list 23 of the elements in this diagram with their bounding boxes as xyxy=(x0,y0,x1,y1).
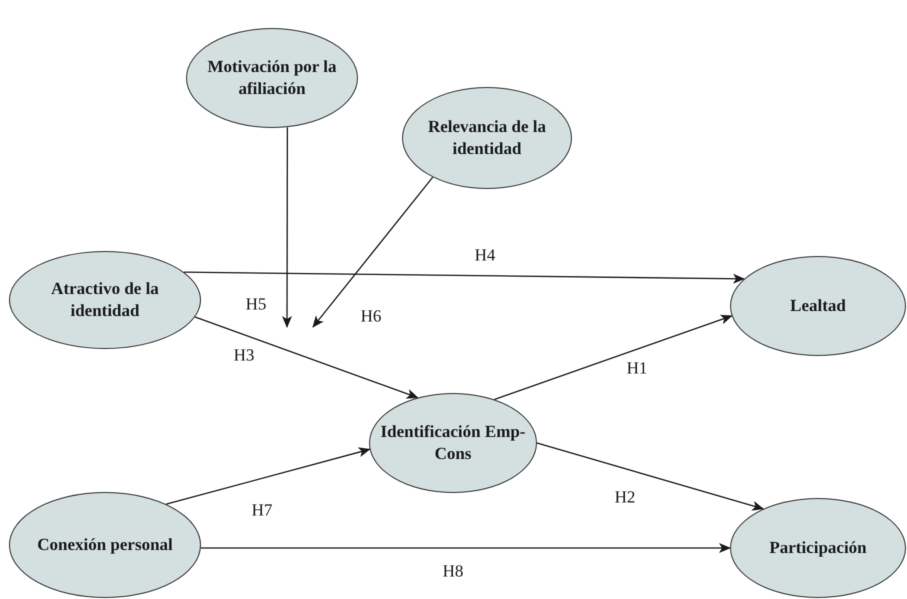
node-label: Conexión personal xyxy=(37,534,173,556)
edge-label: H2 xyxy=(614,488,636,506)
edge-label: H8 xyxy=(442,562,464,580)
edge-label: H1 xyxy=(626,360,648,376)
arrow xyxy=(282,127,292,328)
arrow xyxy=(494,314,733,400)
arrow xyxy=(184,271,746,284)
node-label: Atractivo de la identidad xyxy=(50,278,160,322)
edge-label: H4 xyxy=(474,246,496,264)
edge-label: H5 xyxy=(246,296,266,312)
arrow xyxy=(166,447,371,505)
edge-label: H6 xyxy=(360,308,382,324)
node-label: Relevancia de la identidad xyxy=(426,116,548,160)
arrow xyxy=(194,316,419,399)
arrow xyxy=(536,442,764,511)
edge-label: H3 xyxy=(234,346,254,364)
node-label: Participación xyxy=(769,536,867,559)
node-label: Motivación por la afiliación xyxy=(206,56,338,100)
node-label: Lealtad xyxy=(790,294,846,317)
arrow xyxy=(200,543,731,553)
arrow xyxy=(312,176,434,328)
edge-label: H7 xyxy=(252,502,272,518)
node-label: Identificación Emp-Cons xyxy=(380,420,526,465)
